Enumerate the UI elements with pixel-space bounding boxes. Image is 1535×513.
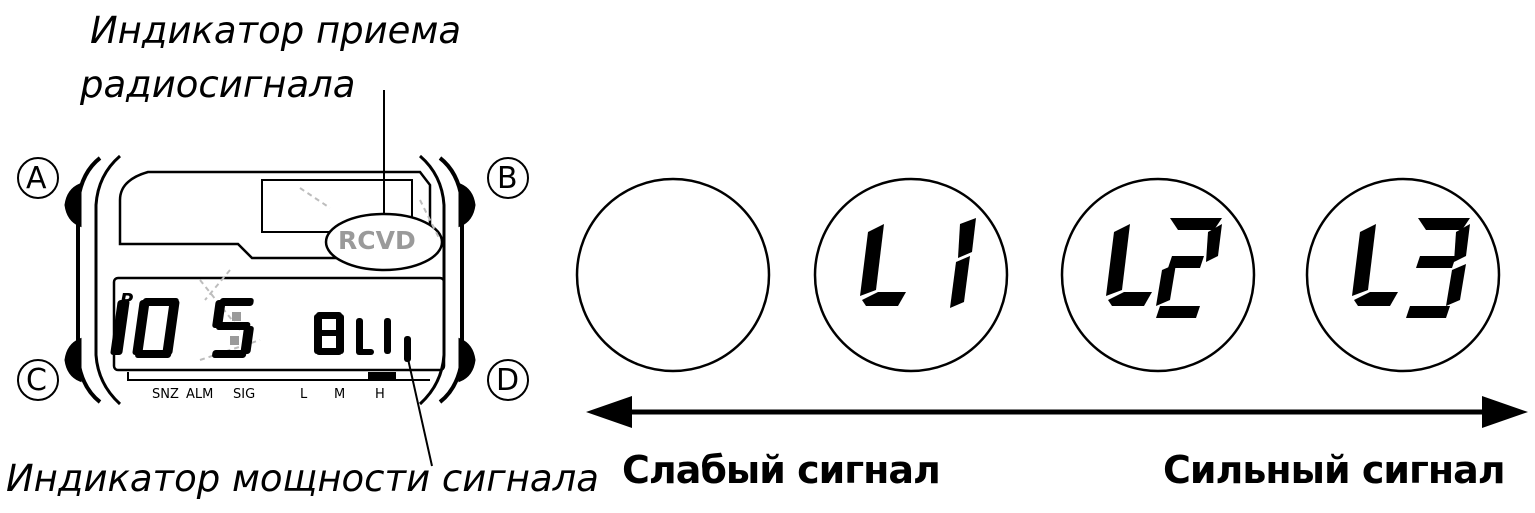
button-b-label: B bbox=[497, 161, 518, 196]
button-b-nub bbox=[458, 182, 476, 228]
callout-line-strength bbox=[405, 349, 433, 467]
bottom-label-mid: M bbox=[334, 387, 346, 402]
signal-strength-arrow bbox=[586, 396, 1528, 428]
callout-radio-line2: радиосигнала bbox=[80, 63, 356, 106]
button-a-nub bbox=[64, 182, 82, 228]
bottom-label-snz: SNZ bbox=[152, 387, 179, 402]
level-circle-l2 bbox=[1060, 177, 1256, 373]
inactive-segments bbox=[199, 187, 441, 361]
level-glyph-l2 bbox=[1106, 218, 1222, 318]
level-circle-l3 bbox=[1305, 177, 1501, 373]
level-circle-none bbox=[575, 177, 771, 373]
callout-radio-line1: Индикатор приема bbox=[90, 9, 462, 52]
button-c-nub bbox=[64, 337, 82, 383]
strong-signal-label: Сильный сигнал bbox=[1163, 448, 1506, 492]
callout-strength: Индикатор мощности сигнала bbox=[6, 457, 599, 500]
arrowhead-right bbox=[1482, 396, 1528, 428]
button-d-nub bbox=[458, 337, 476, 383]
level-glyph-l3 bbox=[1352, 218, 1470, 318]
arrowhead-left bbox=[586, 396, 632, 428]
button-a-label: A bbox=[26, 161, 47, 196]
bottom-label-low: L bbox=[300, 387, 308, 402]
button-c-label: C bbox=[26, 363, 47, 398]
level-circle-l1 bbox=[813, 177, 1009, 373]
pm-mark: P bbox=[120, 290, 134, 311]
bottom-label-high: H bbox=[375, 387, 385, 402]
button-d-label: D bbox=[496, 363, 520, 398]
lower-display-window bbox=[112, 276, 446, 372]
watch-illustration bbox=[17, 90, 529, 467]
level-circles bbox=[575, 177, 1501, 373]
watch-time-digits bbox=[110, 298, 411, 362]
rcvd-label: RCVD bbox=[338, 226, 416, 255]
weak-signal-label: Слабый сигнал bbox=[622, 448, 941, 492]
bottom-label-sig: SIG bbox=[233, 387, 256, 402]
bottom-label-alm: ALM bbox=[186, 387, 214, 402]
level-glyph-l1 bbox=[860, 218, 976, 308]
